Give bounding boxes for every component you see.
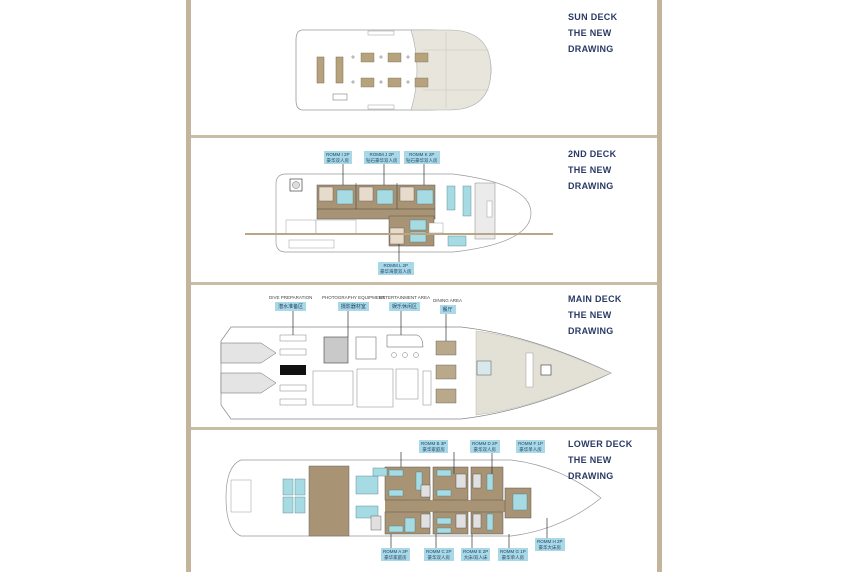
room-id: ROMM H 2P	[537, 539, 563, 544]
area-name-en: DIVE PREPARATION	[269, 295, 313, 300]
room-name-cn: 钻石豪华双人房	[406, 157, 438, 163]
area-name-en: DINING AREA	[433, 298, 463, 303]
deck-subtitle: THE NEW DRAWING	[568, 310, 614, 336]
room-name-cn: 豪华海景双人房	[380, 268, 412, 274]
room-id: ROMM G 1P	[500, 549, 526, 554]
room-tag-d: ROMM D 2P 豪华双人房	[470, 440, 500, 453]
lower-deck-title: LOWER DECK THE NEW DRAWING	[568, 436, 657, 484]
second-deck-drawing	[245, 162, 553, 264]
area-name-cn: 摄影器材室	[337, 302, 369, 311]
area-dining: DINING AREA 餐厅	[433, 298, 462, 314]
room-id: ROMM D 2P	[472, 441, 498, 446]
room-tag-k: ROMM K 2P 钻石豪华双人房	[404, 151, 440, 164]
lower-deck-panel: ROMM B 3P 豪华家庭房 ROMM D 2P 豪华双人房 ROMM F 1…	[191, 430, 657, 572]
room-name-cn: 豪华单人房	[519, 446, 542, 452]
room-id: ROMM L 2P	[383, 263, 409, 268]
room-tag-a: ROMM A 3P 豪华家庭房	[381, 548, 410, 561]
room-name-cn: 大床/双人床	[463, 554, 488, 560]
deck-subtitle: THE NEW DRAWING	[568, 165, 614, 191]
room-tag-b: ROMM B 3P 豪华家庭房	[419, 440, 449, 453]
room-tag-h: ROMM H 2P 豪华大床房	[535, 538, 565, 551]
room-tag-g: ROMM G 1P 豪华单人房	[498, 548, 528, 561]
room-tag-l: ROMM L 2P 豪华海景双人房	[378, 262, 414, 275]
section-divider	[191, 427, 657, 430]
main-deck-panel: DIVE PREPARATION 潜水准备区 PHOTOGRAPHY EQUIP…	[191, 285, 657, 428]
main-deck-drawing	[220, 307, 612, 420]
section-divider	[191, 135, 657, 138]
room-id: ROMM I 2P	[326, 152, 350, 157]
room-tag-i: ROMM I 2P 豪华双人房	[324, 151, 352, 164]
room-tag-f: ROMM F 1P 豪华单人房	[516, 440, 546, 453]
second-deck-panel: ROMM I 2P 豪华双人房 ROMM J 2P 钻石豪华双人房 ROMM K…	[191, 138, 657, 283]
area-name-cn: 娱乐休闲区	[389, 302, 421, 311]
room-id: ROMM J 2P	[369, 152, 394, 157]
sun-deck-title: SUN DECK THE NEW DRAWING	[568, 9, 657, 57]
sun-deck-panel: SUN DECK THE NEW DRAWING	[191, 0, 657, 136]
deck-subtitle: THE NEW DRAWING	[568, 455, 614, 481]
area-name-en: ENTERTAINMENT AREA	[379, 295, 431, 300]
area-dive-preparation: DIVE PREPARATION 潜水准备区	[269, 295, 312, 311]
sun-deck-drawing	[295, 29, 492, 111]
area-photography-equipment: PHOTOGRAPHY EQUIPMENT 摄影器材室	[322, 295, 385, 311]
room-name-cn: 豪华单人房	[501, 554, 525, 560]
section-divider	[191, 282, 657, 285]
room-name-cn: 钻石豪华双人房	[366, 157, 398, 163]
room-id: ROMM F 1P	[518, 441, 544, 446]
room-id: ROMM B 3P	[421, 441, 447, 446]
room-tag-c: ROMM C 2P 豪华双人房	[424, 548, 454, 561]
lower-deck-drawing	[225, 452, 602, 550]
room-tag-e: ROMM E 2P 大床/双人床	[461, 548, 491, 561]
room-name-cn: 豪华双人房	[326, 157, 350, 163]
area-entertainment: ENTERTAINMENT AREA 娱乐休闲区	[379, 295, 430, 311]
room-name-cn: 豪华家庭房	[384, 554, 407, 560]
deck-subtitle: THE NEW DRAWING	[568, 28, 614, 54]
area-name-cn: 餐厅	[439, 305, 456, 314]
room-id: ROMM C 2P	[426, 549, 452, 554]
room-id: ROMM K 2P	[409, 152, 435, 157]
room-name-cn: 豪华双人房	[473, 446, 497, 452]
room-name-cn: 豪华家庭房	[422, 446, 445, 452]
area-name-en: PHOTOGRAPHY EQUIPMENT	[322, 295, 385, 300]
deck-name: 2ND DECK	[568, 149, 617, 159]
room-name-cn: 豪华双人房	[427, 554, 451, 560]
main-deck-title: MAIN DECK THE NEW DRAWING	[568, 291, 657, 339]
deck-name: SUN DECK	[568, 12, 618, 22]
second-deck-title: 2ND DECK THE NEW DRAWING	[568, 146, 657, 194]
room-name-cn: 豪华大床房	[538, 544, 562, 550]
room-tag-j: ROMM J 2P 钻石豪华双人房	[364, 151, 400, 164]
deck-name: MAIN DECK	[568, 294, 622, 304]
room-id: ROMM E 2P	[463, 549, 489, 554]
room-id: ROMM A 3P	[383, 549, 408, 554]
deck-plan-sheet: SUN DECK THE NEW DRAWING	[186, 0, 662, 572]
area-name-cn: 潜水准备区	[275, 302, 307, 311]
deck-name: LOWER DECK	[568, 439, 633, 449]
